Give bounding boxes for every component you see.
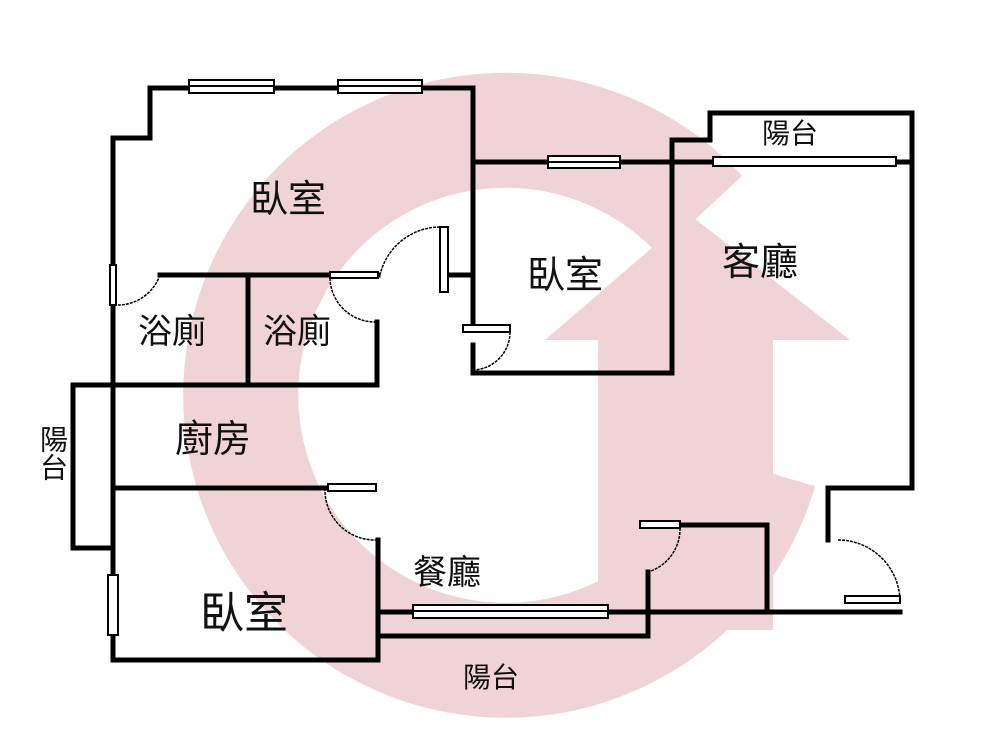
walls — [70, 85, 915, 663]
room-label-dining-room: 餐廳 — [413, 553, 481, 593]
watermark-logo-icon — [183, 72, 850, 718]
windows — [107, 79, 901, 636]
room-label-kitchen: 廚房 — [175, 417, 252, 461]
door-swings — [115, 226, 901, 601]
room-label-bedroom-top-left: 臥室 — [250, 177, 327, 221]
room-label-bathroom-left: 浴廁 — [138, 312, 206, 352]
room-label-living-room: 客廳 — [722, 240, 799, 284]
room-label-bathroom-right: 浴廁 — [263, 312, 331, 352]
room-label-bedroom-bottom: 臥室 — [200, 588, 288, 639]
room-label-balcony-left: 陽台 — [36, 425, 69, 481]
room-label-bedroom-middle: 臥室 — [527, 253, 604, 297]
room-label-balcony-bottom: 陽台 — [463, 661, 520, 694]
room-label-balcony-top-right: 陽台 — [762, 117, 819, 150]
